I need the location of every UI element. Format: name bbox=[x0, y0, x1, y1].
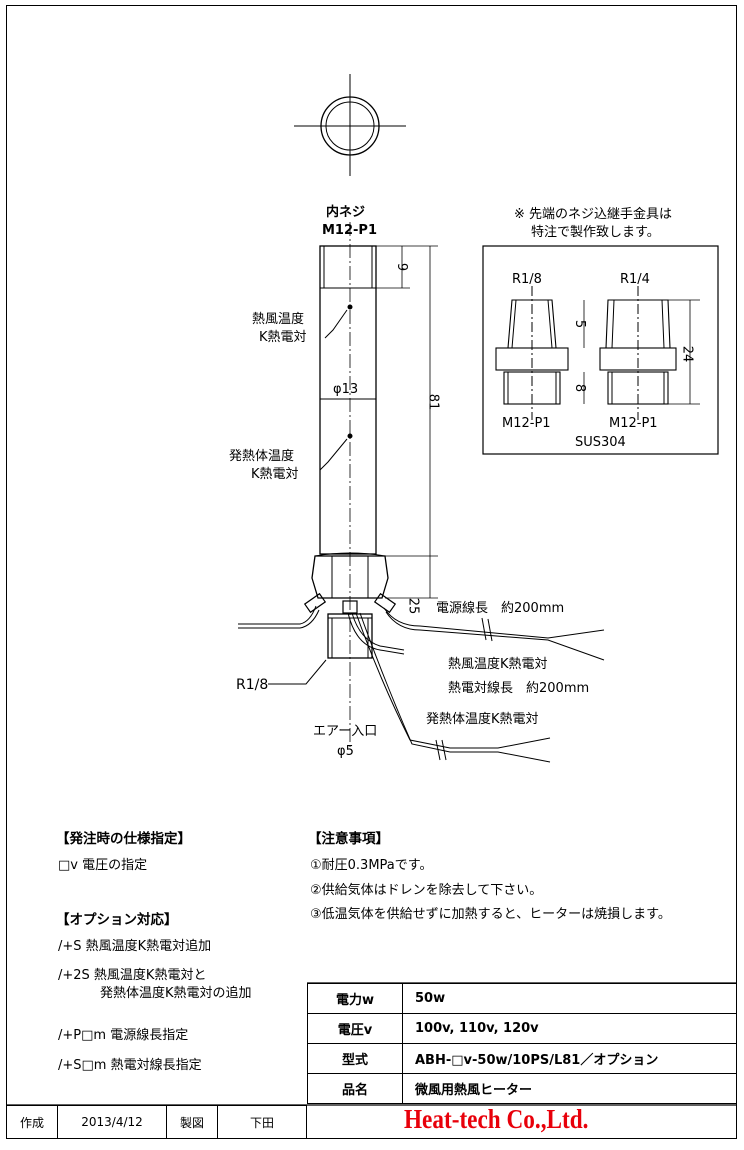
inset-right-top: R1/4 bbox=[620, 272, 650, 287]
spec-table: 電力w 50w 電圧v 100v, 110v, 120v 型式 ABH-□v-5… bbox=[307, 983, 737, 1104]
heater-tc-label-1: 発熱体温度 bbox=[229, 449, 295, 464]
heater-tc-line: 発熱体温度K熱電対 bbox=[426, 712, 539, 727]
option-1: /+S 熱風温度K熱電対追加 bbox=[58, 939, 212, 954]
spec-key: 電圧v bbox=[307, 1013, 403, 1044]
spec-key: 型式 bbox=[307, 1043, 403, 1074]
hot-air-tc-label-2: K熱電対 bbox=[259, 330, 307, 345]
made-label: 作成 bbox=[6, 1105, 58, 1139]
dim-diameter-13: φ13 bbox=[333, 382, 359, 397]
drawing-frame bbox=[6, 5, 737, 1139]
air-inlet-diameter: φ5 bbox=[337, 744, 354, 759]
spec-key: 電力w bbox=[307, 983, 403, 1014]
inset-note-1: ※ 先端のネジ込継手金具は bbox=[514, 207, 673, 222]
drawn-label: 製図 bbox=[166, 1105, 218, 1139]
dim-9: 9 bbox=[394, 262, 410, 272]
end-view bbox=[294, 74, 406, 176]
option-2a: /+2S 熱風温度K熱電対と bbox=[58, 968, 207, 983]
spec-value: 微風用熱風ヒーター bbox=[402, 1073, 737, 1104]
title-block: 作成 2013/4/12 製図 下田 bbox=[6, 1105, 307, 1139]
spec-value: 100v, 110v, 120v bbox=[402, 1013, 737, 1044]
inner-thread-label: 内ネジ bbox=[326, 205, 366, 220]
note-2: ②供給気体はドレンを除去して下さい。 bbox=[310, 883, 543, 898]
drafter-name: 下田 bbox=[217, 1105, 307, 1139]
inset-dim-24: 24 bbox=[679, 345, 695, 363]
inset-note-2: 特注で製作致します。 bbox=[531, 225, 660, 240]
order-title: 【発注時の仕様指定】 bbox=[56, 831, 191, 847]
tc-line-length: 熱電対線長 約200mm bbox=[448, 681, 590, 696]
heater-tc-label-2: K熱電対 bbox=[251, 467, 299, 482]
hot-air-tc-line: 熱風温度K熱電対 bbox=[448, 657, 548, 672]
dim-81: 81 bbox=[425, 393, 441, 411]
air-inlet-label: エアー入口 bbox=[313, 724, 378, 739]
spec-row-voltage: 電圧v 100v, 110v, 120v bbox=[307, 1013, 737, 1044]
dim-25: 25 bbox=[405, 597, 421, 615]
order-item: □v 電圧の指定 bbox=[58, 858, 148, 873]
spec-row-model: 型式 ABH-□v-50w/10PS/L81／オプション bbox=[307, 1043, 737, 1074]
notes-title: 【注意事項】 bbox=[308, 831, 389, 847]
inset-left-bottom: M12-P1 bbox=[502, 416, 551, 431]
spec-row-power: 電力w 50w bbox=[307, 983, 737, 1014]
spec-value: ABH-□v-50w/10PS/L81／オプション bbox=[402, 1043, 737, 1074]
inner-thread-size: M12-P1 bbox=[322, 223, 377, 238]
made-date: 2013/4/12 bbox=[57, 1105, 167, 1139]
cables bbox=[238, 605, 605, 763]
note-1: ①耐圧0.3MPaです。 bbox=[310, 858, 433, 873]
note-3: ③低温気体を供給せずに加熱すると、ヒーターは焼損します。 bbox=[310, 907, 671, 922]
inset-detail bbox=[482, 245, 719, 455]
inset-dim-8: 8 bbox=[572, 383, 588, 393]
spec-value: 50w bbox=[402, 983, 737, 1014]
inset-right-bottom: M12-P1 bbox=[609, 416, 658, 431]
spec-row-name: 品名 微風用熱風ヒーター bbox=[307, 1073, 737, 1104]
thread-r18: R1/8 bbox=[236, 677, 269, 693]
dimensions bbox=[320, 245, 438, 599]
inset-left-top: R1/8 bbox=[512, 272, 542, 287]
option-4: /+S□m 熱電対線長指定 bbox=[58, 1058, 202, 1073]
leaders bbox=[268, 304, 353, 685]
hot-air-tc-label-1: 熱風温度 bbox=[252, 312, 305, 327]
company-logo: Heat-tech Co.,Ltd. bbox=[404, 1104, 589, 1134]
option-3: /+P□m 電源線長指定 bbox=[58, 1028, 189, 1043]
power-line-length: 電源線長 約200mm bbox=[436, 601, 565, 616]
inset-dim-5: 5 bbox=[572, 319, 588, 329]
option-2b: 発熱体温度K熱電対の追加 bbox=[100, 986, 252, 1001]
options-title: 【オプション対応】 bbox=[56, 912, 178, 928]
inset-material: SUS304 bbox=[575, 435, 626, 450]
spec-key: 品名 bbox=[307, 1073, 403, 1104]
